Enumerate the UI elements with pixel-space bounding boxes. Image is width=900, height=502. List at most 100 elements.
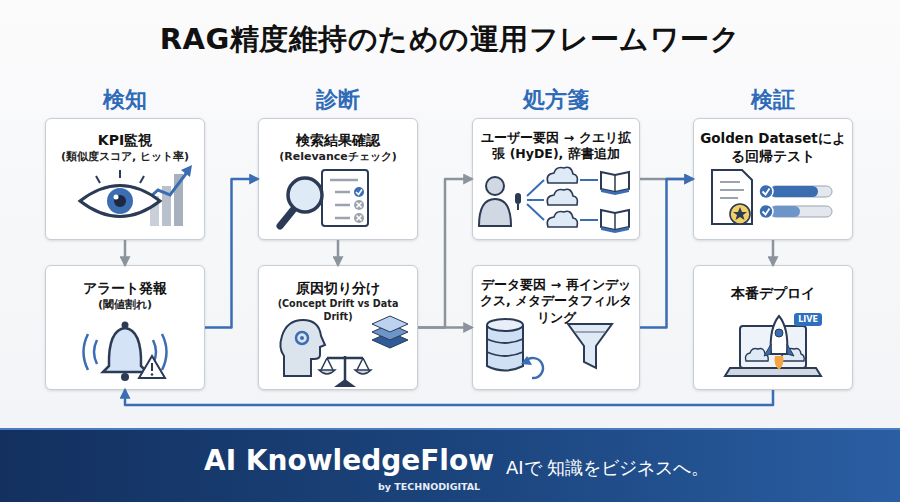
query-expansion-icon [547, 189, 577, 205]
brand-name: AI KnowledgeFlow [204, 444, 494, 477]
monitor-icon [80, 186, 160, 217]
golden-dataset-icon [712, 170, 752, 224]
drift-icon [372, 316, 408, 332]
query-expansion-icon [601, 189, 629, 195]
drift-icon [344, 356, 347, 383]
query-expansion-icon [515, 193, 521, 204]
golden-dataset-icon [730, 204, 750, 224]
drift-icon [321, 358, 327, 370]
column-heading: 処方箋 [456, 85, 656, 115]
monitor-icon [96, 176, 100, 183]
process-box: 原因切り分け(Concept Drift vs Data Drift) [258, 265, 418, 390]
query-expansion-icon [601, 210, 629, 233]
query-expansion-icon [580, 179, 598, 181]
flow-arrow [205, 179, 258, 328]
bell-icon [84, 322, 167, 382]
box-subtext: (Relevanceチェック) [265, 150, 411, 164]
column-heading: 診断 [238, 85, 438, 115]
reindex-icon [487, 319, 523, 331]
monitor-icon [140, 176, 144, 183]
box-heading: Golden Datasetによる回帰テスト [700, 130, 846, 165]
reindex-icon [487, 352, 523, 356]
monitor-icon [114, 195, 126, 207]
diagram-title: RAG精度維持のための運用フレームワーク [0, 20, 900, 60]
box-heading: KPI監視 [52, 131, 198, 149]
golden-dataset-icon [770, 186, 832, 197]
deploy-icon [787, 344, 794, 356]
deploy-icon [775, 356, 784, 370]
golden-dataset-icon [720, 181, 740, 183]
query-expansion-icon [486, 177, 504, 195]
process-box: 本番デプロイ [693, 265, 853, 390]
box-subtext: (類似度スコア, ヒット率) [52, 150, 198, 164]
bell-icon [139, 356, 165, 378]
bell-icon [153, 340, 156, 364]
deploy-icon [746, 349, 769, 362]
column-heading: 検証 [673, 85, 873, 115]
monitor-icon [174, 174, 183, 226]
bell-icon [162, 334, 167, 370]
golden-dataset-icon [770, 206, 832, 217]
box-heading: 検索結果確認 [265, 131, 411, 149]
monitor-icon [107, 188, 133, 214]
query-expansion-icon [479, 199, 511, 226]
golden-dataset-icon [712, 170, 832, 224]
bell-icon [84, 334, 89, 370]
bell-icon [151, 363, 153, 371]
column-heading: 検知 [25, 85, 225, 115]
reindex-icon [521, 356, 532, 365]
query-expansion-icon [547, 211, 577, 227]
flow-arrow [418, 326, 472, 329]
box-heading: アラート発報 [52, 279, 198, 297]
query-expansion-icon [614, 213, 616, 230]
reindex-icon [575, 331, 605, 333]
box-heading: 本番デプロイ [700, 284, 846, 302]
search-check-icon [322, 170, 368, 226]
search-check-icon [280, 170, 368, 226]
drift-icon [280, 316, 408, 387]
monitor-icon [150, 196, 159, 226]
monitor-icon [80, 165, 192, 226]
deploy-icon [782, 349, 805, 362]
golden-dataset-icon [763, 209, 770, 215]
monitor-icon [119, 170, 121, 178]
flow-arrow [125, 390, 773, 405]
query-expansion-icon [547, 189, 577, 205]
drift-icon [355, 370, 371, 374]
golden-dataset-icon [720, 197, 738, 199]
query-expansion-icon [527, 180, 544, 196]
bell-icon [103, 328, 147, 372]
deploy-icon [725, 368, 821, 376]
drift-icon [363, 358, 369, 370]
tagline: AIで 知識をビジネスへ。 [506, 456, 709, 480]
process-box: 検索結果確認(Relevanceチェック) [258, 118, 418, 240]
process-box: アラート発報(閾値割れ) [45, 265, 205, 390]
query-expansion-icon [517, 204, 519, 210]
drift-icon [327, 358, 333, 370]
drift-icon [296, 332, 308, 344]
query-expansion-icon [479, 167, 629, 233]
flow-arrow [640, 179, 693, 328]
monitor-icon [114, 195, 119, 200]
box-heading: ユーザー要因 → クエリ拡張 (HyDE), 辞書追加 [479, 130, 633, 163]
process-box: ユーザー要因 → クエリ拡張 (HyDE), 辞書追加 [472, 118, 640, 240]
process-box: KPI監視(類似度スコア, ヒット率) [45, 118, 205, 240]
flow-arrow [418, 179, 472, 328]
drift-icon [372, 324, 408, 340]
bell-icon [122, 322, 129, 329]
box-heading: 原因切り分け [265, 279, 411, 297]
drift-icon [372, 332, 408, 348]
deploy-icon [775, 329, 783, 337]
reindex-icon [487, 325, 523, 371]
monitor-icon [181, 165, 192, 177]
deploy-icon [771, 316, 788, 354]
search-check-icon [354, 200, 364, 210]
bell-icon [121, 373, 129, 381]
query-expansion-icon [547, 167, 577, 183]
search-check-icon [357, 216, 362, 221]
reindex-icon [525, 358, 543, 378]
deploy-icon [740, 326, 806, 368]
